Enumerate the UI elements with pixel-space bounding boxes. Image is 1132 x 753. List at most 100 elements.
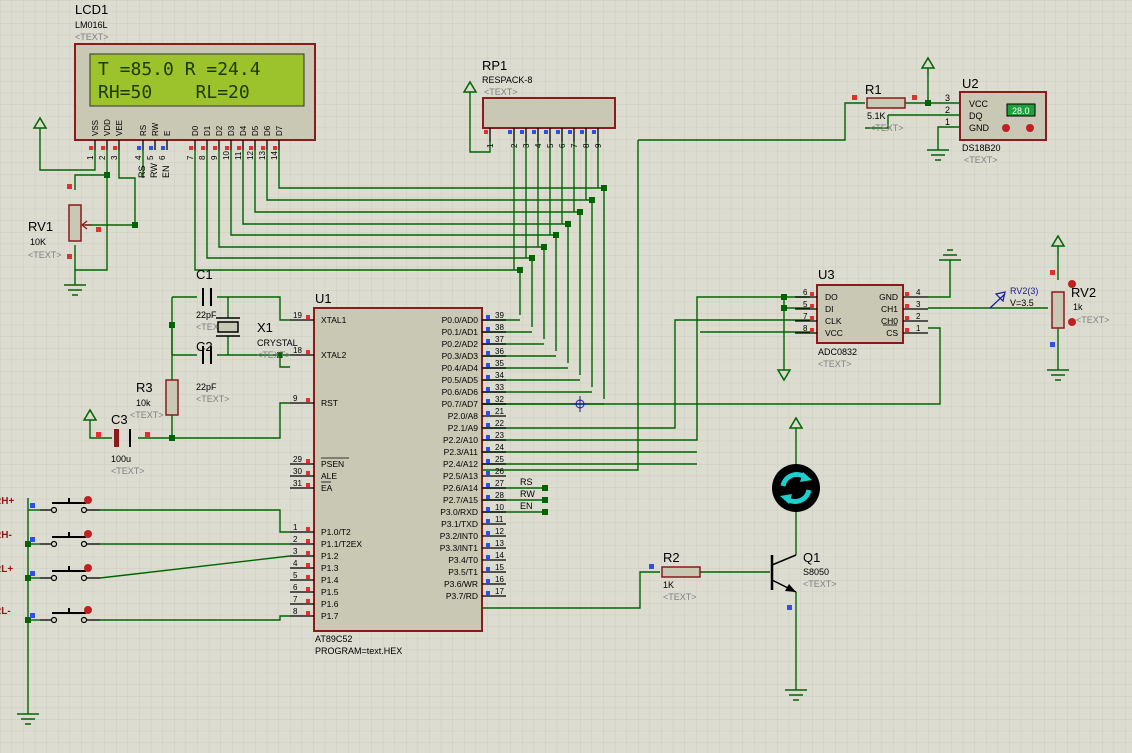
u1-pin-number: 28	[495, 491, 504, 500]
rv1-component[interactable]: RV1 10K <TEXT>	[28, 184, 101, 260]
u1-pin-number: 32	[495, 395, 504, 404]
u1-pin-name: P2.0/A8	[448, 411, 479, 421]
u1-pin-number: 33	[495, 383, 504, 392]
ground-terminal-icon	[939, 249, 961, 261]
u2-increase-button[interactable]	[1026, 124, 1034, 132]
u2-display-value: 28.0	[1012, 106, 1030, 116]
u1-pin-number: 13	[495, 539, 504, 548]
u2-component[interactable]: U2 VCC DQ GND 28.0 3 2 1 DS18B20 <TEXT>	[945, 76, 1047, 165]
u2-ref: U2	[962, 76, 979, 91]
q1-text-tag: <TEXT>	[803, 579, 837, 589]
button-label: RH-	[0, 530, 12, 541]
u2-display	[1006, 103, 1036, 117]
u1-pin-name: P3.1/TXD	[441, 519, 478, 529]
u2-decrease-button[interactable]	[1002, 124, 1010, 132]
lcd-pin-number: 5	[146, 155, 155, 160]
lcd-pin-name: D2	[215, 125, 224, 136]
r3-component[interactable]: R3 10k <TEXT>	[130, 379, 179, 420]
r3-ref: R3	[136, 380, 153, 395]
u1-pin-number: 38	[495, 323, 504, 332]
rv2-decrease-button[interactable]	[1068, 318, 1076, 326]
rv2-component[interactable]: RV2 1k <TEXT> RV2(3) V=3.5	[989, 270, 1110, 347]
lcd-pin-name: RW	[151, 122, 160, 136]
c3-component[interactable]: C3 100u <TEXT>	[96, 412, 150, 476]
u3-pin-number: 2	[916, 312, 921, 321]
u3-pin-name: CS	[886, 328, 898, 338]
lcd-pin-number: 14	[270, 151, 279, 160]
u1-pin-number: 16	[495, 575, 504, 584]
u1-component[interactable]: U1 XTAL119XTAL218RST9PSEN29ALE30EA31P1.0…	[290, 291, 535, 656]
u1-pin-number: 34	[495, 371, 504, 380]
u3-pin-name: GND	[879, 292, 898, 302]
u1-pin-number: 31	[293, 479, 302, 488]
push-button[interactable]: RH-	[0, 530, 100, 548]
u3-pin-name: CH0	[881, 316, 898, 326]
u1-pin-name: ALE	[321, 471, 337, 481]
u1-pin-number: 24	[495, 443, 504, 452]
c1-component[interactable]: C1 22pF <TEXT>	[196, 267, 230, 332]
rp1-pin-number: 7	[570, 143, 579, 148]
u1-program: PROGRAM=text.HEX	[315, 646, 402, 656]
u1-pin-number: 9	[293, 394, 298, 403]
lcd-component[interactable]: LCD1 LM016L <TEXT> T =85.0 R =24.4 RH=50…	[74, 2, 316, 178]
lcd-pin-number: 1	[86, 155, 95, 160]
u1-pin-number: 3	[293, 547, 298, 556]
u3-model: ADC0832	[818, 347, 857, 357]
c3-ref: C3	[111, 412, 128, 427]
lcd-pin-name: VDD	[103, 119, 112, 136]
u3-text-tag: <TEXT>	[818, 359, 852, 369]
u3-pin-number: 8	[803, 324, 808, 333]
lcd-pin-number: 13	[258, 151, 267, 160]
c2-component[interactable]: C2 22pF <TEXT>	[196, 339, 230, 404]
u1-pin-number: 14	[495, 551, 504, 560]
motor-icon[interactable]	[772, 464, 820, 512]
probe-arrow-icon	[989, 291, 1006, 309]
u1-pin-number: 11	[495, 515, 504, 524]
x1-component[interactable]: X1 CRYSTAL <TEXT>	[216, 317, 298, 360]
rp1-ref: RP1	[482, 58, 507, 73]
u3-pin-name: VCC	[825, 328, 843, 338]
lcd-pin-name: D6	[263, 125, 272, 136]
lcd-net-rw: RW	[149, 163, 159, 178]
lcd-pin-number: 10	[222, 151, 231, 160]
u1-pin-name: XTAL1	[321, 315, 347, 325]
lcd-pin-number: 3	[110, 155, 119, 160]
c2-value: 22pF	[196, 382, 217, 392]
u3-pin-number: 5	[803, 300, 808, 309]
lcd-pin-name: VSS	[91, 120, 100, 136]
rp1-pin-number: 3	[522, 143, 531, 148]
u1-pin-number: 1	[293, 523, 298, 532]
c2-ref: C2	[196, 339, 213, 354]
u1-pin-number: 5	[293, 571, 298, 580]
r2-component[interactable]: R2 1K <TEXT>	[649, 550, 701, 602]
rv2-increase-button[interactable]	[1068, 280, 1076, 288]
push-button[interactable]: RL+	[0, 564, 100, 582]
lcd-net-en: EN	[161, 165, 171, 178]
u1-ref: U1	[315, 291, 332, 306]
u2-pin-gnd: GND	[969, 123, 990, 133]
u2-pin-dq: DQ	[969, 111, 983, 121]
u1-pin-number: 18	[293, 346, 302, 355]
u1-pin-name: P0.1/AD1	[442, 327, 479, 337]
r2-value: 1K	[663, 580, 674, 590]
u1-pin-name: PSEN	[321, 459, 344, 469]
u1-net-rs: RS	[520, 477, 533, 487]
rp1-pin-number: 5	[546, 143, 555, 148]
u1-pin-name: P2.5/A13	[443, 471, 478, 481]
lcd-text-tag: <TEXT>	[75, 32, 109, 42]
rp1-pin-number: 6	[558, 143, 567, 148]
crosshair-icon	[572, 396, 588, 412]
c3-value: 100u	[111, 454, 131, 464]
q1-component[interactable]: Q1 S8050 <TEXT>	[770, 550, 837, 610]
c2-text-tag: <TEXT>	[196, 394, 230, 404]
lcd-pin-name: E	[163, 131, 172, 136]
rp1-pin-number: 1	[486, 143, 495, 148]
u3-pin-number: 3	[916, 300, 921, 309]
r1-component[interactable]: R1 5.1K <TEXT>	[852, 82, 917, 133]
push-button[interactable]: RH+	[0, 496, 100, 514]
u2-pin-num-1: 1	[945, 117, 950, 127]
push-button[interactable]: RL-	[0, 606, 100, 624]
